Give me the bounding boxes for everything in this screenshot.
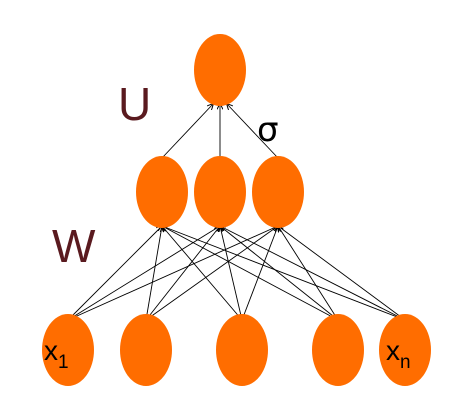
- input-hidden-edge: [67, 226, 278, 321]
- upper-weights-label: U: [118, 78, 151, 130]
- input-hidden-edge: [241, 226, 278, 321]
- input-node: [216, 314, 268, 386]
- input-node: [312, 314, 364, 386]
- activation-label: σ: [257, 110, 279, 150]
- input-hidden-edge: [220, 226, 339, 321]
- input-hidden-edge: [220, 226, 243, 321]
- input-hidden-edge: [162, 226, 406, 321]
- input-hidden-edge: [67, 226, 162, 321]
- input-hidden-edge: [145, 226, 220, 321]
- hidden-to-output-edges: [161, 104, 279, 159]
- input-hidden-edge: [278, 226, 339, 321]
- hidden-node: [136, 156, 188, 228]
- hidden-node: [252, 156, 304, 228]
- input-hidden-edge: [145, 226, 162, 321]
- input-node-label-last: xn: [386, 335, 411, 373]
- input-hidden-edge: [220, 226, 406, 321]
- hidden-output-edge: [161, 104, 213, 159]
- input-node: [120, 314, 172, 386]
- lower-weights-label: W: [52, 220, 96, 272]
- input-node: [379, 314, 431, 386]
- input-hidden-edge: [67, 226, 220, 321]
- input-to-hidden-edges: [67, 226, 406, 321]
- hidden-output-edge: [227, 104, 279, 159]
- input-hidden-edge: [278, 226, 406, 321]
- input-node-label-first: x1: [44, 335, 69, 373]
- input-node: [42, 314, 94, 386]
- input-hidden-edge: [145, 226, 278, 321]
- input-hidden-edge: [162, 226, 339, 321]
- hidden-node: [194, 156, 246, 228]
- output-node: [194, 34, 246, 106]
- input-hidden-edge: [162, 226, 243, 321]
